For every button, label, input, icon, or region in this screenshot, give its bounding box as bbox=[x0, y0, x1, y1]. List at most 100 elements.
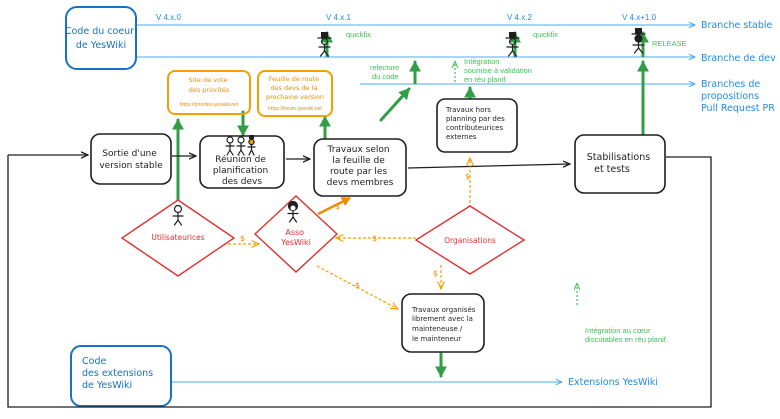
quickfix-label-1: quickfix bbox=[346, 30, 371, 39]
reunion-label-2: planification bbox=[213, 166, 268, 176]
travaux-box bbox=[313, 138, 407, 197]
svg-text:Sortie d'une version stabl: Sortie d'une version stable bbox=[99, 149, 163, 171]
integration-label-1: Intégration bbox=[464, 57, 499, 66]
hors-planning-label-3: contributeurices bbox=[446, 124, 503, 132]
relecture-label-2: du code bbox=[372, 72, 399, 81]
reunion-box bbox=[199, 135, 285, 189]
hors-planning-label-2: planning par des bbox=[446, 115, 505, 123]
extensions-code-label-3: de YesWiki bbox=[82, 380, 132, 391]
asso-label-2: YesWiki bbox=[280, 238, 311, 247]
svg-text:V 4.x.0 V 4.x.1 V 4.x.: V 4.x.0 V 4.x.1 V 4.x.2 V 4.x+1.0 bbox=[156, 13, 657, 22]
travaux-label-3: route par les bbox=[330, 167, 387, 177]
travaux-label-2: la feuille de bbox=[332, 156, 385, 166]
stabilisation-label-1: Stabilisations bbox=[587, 152, 650, 163]
svg-text:Stabilisations et tests: Stabilisations et tests bbox=[587, 152, 653, 175]
svg-text:Code des extensions de: Code des extensions de YesWiki bbox=[82, 356, 156, 391]
quickfix-label-2: quickfix bbox=[533, 30, 558, 39]
organises-label-1: Travaux organisés bbox=[411, 306, 476, 314]
vote-site-link[interactable]: https://priorites.yeswiki.net bbox=[180, 102, 239, 108]
stabilisation-box bbox=[574, 134, 666, 194]
branch-extensions-label: Extensions YesWiki bbox=[568, 377, 658, 388]
sortie-label-1: Sortie d'une bbox=[102, 149, 157, 159]
organises-box bbox=[401, 293, 485, 353]
developers-group-icon bbox=[225, 135, 256, 156]
version-v1: V 4.x.1 bbox=[326, 13, 351, 22]
svg-text:Feuille de route des devs: Feuille de route des devs de la prochain… bbox=[266, 75, 324, 101]
vote-site-label-2: des priorités bbox=[189, 86, 230, 94]
dollar-mark-2: $ bbox=[372, 234, 377, 243]
hors-planning-box bbox=[436, 98, 518, 153]
roadmap-link[interactable]: https://forum.yeswiki.net bbox=[268, 106, 322, 112]
vote-site-label-1: Site de vote bbox=[188, 76, 227, 84]
organises-label-2: librement avec la bbox=[412, 315, 473, 323]
orgs-diamond bbox=[414, 205, 526, 275]
loop-back-left-line bbox=[7, 155, 712, 408]
integration-label-2: soumise à validation bbox=[464, 66, 532, 75]
organises-label-4: le mainteneur bbox=[412, 335, 461, 343]
extensions-code-label-2: des extensions bbox=[82, 368, 153, 379]
sortie-label-2: version stable bbox=[99, 161, 163, 171]
maintainer-figure-icon-3 bbox=[631, 28, 646, 54]
extensions-code-label-1: Code bbox=[82, 356, 106, 367]
svg-text:Réunion de planification: Réunion de planification des devs bbox=[213, 154, 271, 187]
dollar-mark-6: $ bbox=[335, 202, 340, 211]
svg-text:quickfix quickfix RELE: quickfix quickfix RELEASE relecture du c… bbox=[346, 30, 689, 344]
roadmap-label-2: des devs de la bbox=[270, 84, 317, 92]
svg-text:$ $ $ $ $: $ $ $ $ $ $ bbox=[240, 172, 473, 290]
branch-proposals-label-2: propositions bbox=[701, 91, 759, 102]
integ-core-label-1: Intégration au cœur bbox=[585, 326, 651, 335]
core-code-label-1: Code du coeur bbox=[65, 26, 134, 37]
branch-proposals-label-3: Pull Request PR bbox=[701, 103, 775, 114]
orgs-label: Organisations bbox=[444, 236, 496, 245]
travaux-to-stabilisation-arrow bbox=[407, 164, 570, 169]
svg-text:Site de vote des priorités: Site de vote des priorités bbox=[188, 76, 229, 94]
version-v3: V 4.x+1.0 bbox=[622, 13, 657, 22]
reunion-label-1: Réunion de bbox=[215, 154, 266, 165]
version-v0: V 4.x.0 bbox=[156, 13, 181, 22]
release-label: RELEASE bbox=[652, 39, 687, 48]
asso-figure-overlay-icon bbox=[287, 200, 299, 223]
svg-text:Asso YesWiki: Asso YesWiki bbox=[280, 228, 311, 247]
travaux-to-proposals-arrow bbox=[379, 87, 411, 122]
asso-to-organises-flow bbox=[316, 265, 398, 309]
asso-diamond bbox=[253, 195, 339, 273]
branch-dev-label: Branche de dev bbox=[701, 53, 776, 64]
svg-text:Travaux selon la feuille d: Travaux selon la feuille de route par le… bbox=[327, 145, 394, 188]
organises-label-3: mainteneuse / bbox=[412, 325, 463, 333]
roadmap-label-1: Feuille de route bbox=[269, 75, 319, 83]
users-diamond bbox=[120, 199, 236, 277]
integ-core-label-2: discutables en réu planif. bbox=[585, 335, 668, 344]
svg-text:Travaux hors planning par: Travaux hors planning par des contribute… bbox=[445, 106, 507, 141]
relecture-label-1: relecture bbox=[370, 63, 399, 72]
version-v2: V 4.x.2 bbox=[507, 13, 532, 22]
branch-proposals-label-1: Branches de bbox=[701, 79, 760, 90]
dollar-mark-5: $ bbox=[355, 281, 360, 290]
reunion-label-3: des devs bbox=[222, 177, 262, 187]
vote-site-box bbox=[167, 70, 251, 115]
core-code-box bbox=[65, 6, 137, 70]
roadmap-label-3: prochaine version bbox=[266, 93, 324, 101]
dollar-mark-3: $ bbox=[465, 172, 470, 181]
extensions-code-box bbox=[70, 345, 172, 407]
branch-stable-label: Branche stable bbox=[701, 20, 773, 31]
integration-label-3: en réu planif. bbox=[464, 75, 507, 84]
stabilisation-label-2: et tests bbox=[594, 164, 630, 175]
dollar-mark-4: $ bbox=[433, 269, 438, 278]
maintainer-figure-icon-1 bbox=[317, 32, 332, 57]
travaux-label-1: Travaux selon bbox=[327, 145, 390, 155]
roadmap-box bbox=[257, 70, 333, 117]
users-label: Utilisateurices bbox=[151, 233, 204, 242]
hors-planning-label-1: Travaux hors bbox=[445, 106, 491, 114]
core-code-label-2: de YesWiki bbox=[76, 40, 126, 51]
asso-to-travaux-arrow bbox=[317, 196, 351, 216]
svg-text:Travaux organisés libremen: Travaux organisés librement avec la main… bbox=[411, 306, 478, 343]
svg-text:Branche stable Branche de: Branche stable Branche de dev Branches d… bbox=[568, 20, 779, 388]
maintainer-figure-icon-2 bbox=[505, 32, 520, 57]
sortie-box bbox=[90, 133, 172, 185]
travaux-label-4: devs membres bbox=[327, 178, 394, 188]
hors-planning-label-4: externes bbox=[446, 133, 477, 141]
svg-text:Code du coeur de YesWiki: Code du coeur de YesWiki bbox=[65, 26, 137, 51]
dollar-mark-1: $ bbox=[240, 234, 245, 243]
user-figure-overlay-icon bbox=[172, 204, 184, 226]
